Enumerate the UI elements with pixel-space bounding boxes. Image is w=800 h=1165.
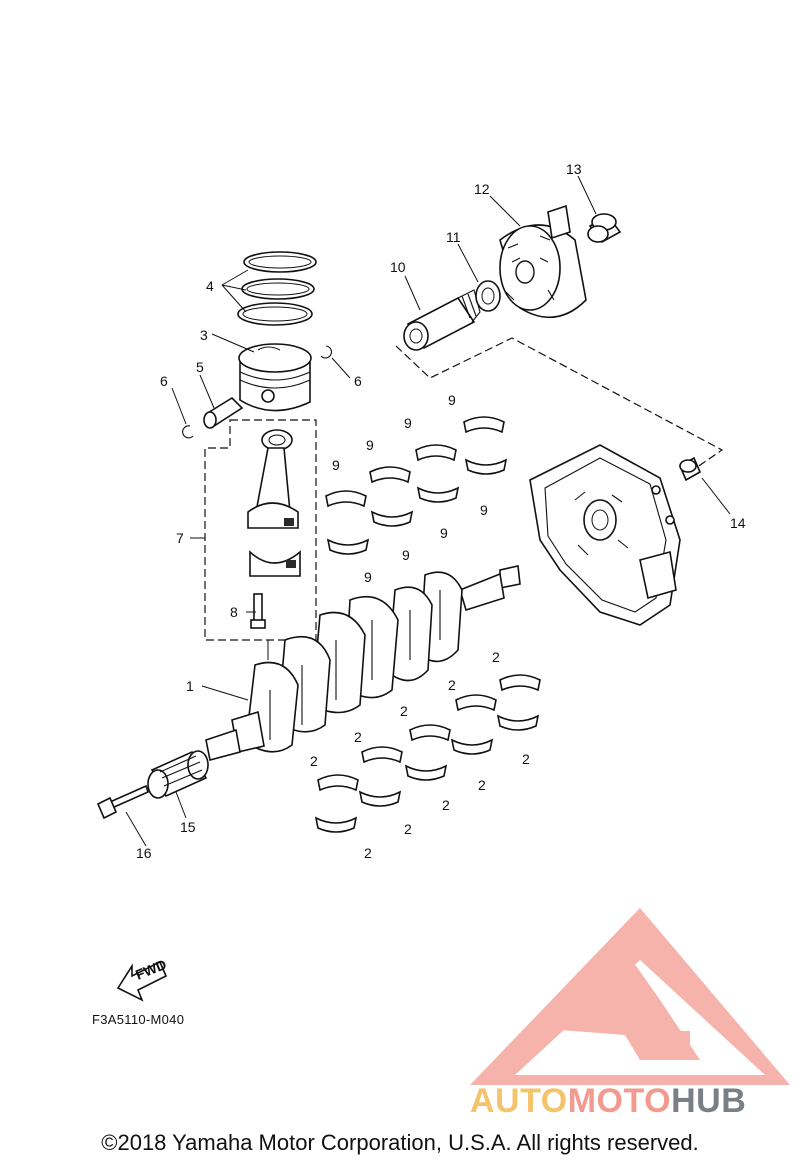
callout-2h: 2 <box>442 797 450 813</box>
callout-9f: 9 <box>440 525 448 541</box>
crank-bolt <box>96 784 149 820</box>
piston-rings <box>237 251 317 326</box>
wordmark-auto: AUTO <box>470 1082 568 1120</box>
piston <box>238 343 312 412</box>
callout-6a: 6 <box>160 373 168 389</box>
callout-2j: 2 <box>364 845 372 861</box>
housing-plug <box>678 456 702 482</box>
callout-9g: 9 <box>402 547 410 563</box>
callout-9d: 9 <box>332 457 340 473</box>
callout-10: 10 <box>390 259 406 275</box>
assembly-dashed-guide <box>395 337 724 473</box>
callout-5: 5 <box>196 359 204 375</box>
callout-16: 16 <box>136 845 152 861</box>
callout-9e: 9 <box>480 502 488 518</box>
connecting-rod <box>247 429 301 577</box>
callout-2i: 2 <box>404 821 412 837</box>
callout-11: 11 <box>446 229 461 245</box>
callout-2g: 2 <box>478 777 486 793</box>
connecting-rod-box <box>204 419 317 641</box>
crankshaft <box>205 565 521 761</box>
copyright-notice: ©2018 Yamaha Motor Corporation, U.S.A. A… <box>101 1130 699 1155</box>
main-bearing-shells <box>325 416 508 555</box>
callout-2f: 2 <box>522 751 530 767</box>
crank-bearing <box>147 750 209 799</box>
automotohub-logo-triangle <box>470 908 790 1085</box>
coupling-washer <box>475 280 501 312</box>
callout-9c: 9 <box>366 437 374 453</box>
leader-lines <box>125 175 731 847</box>
callout-7: 7 <box>176 530 184 546</box>
callout-9b: 9 <box>404 415 412 431</box>
callout-2e: 2 <box>310 753 318 769</box>
callout-9h: 9 <box>364 569 372 585</box>
rubber-damper <box>587 213 622 244</box>
wordmark-hub: HUB <box>671 1082 747 1120</box>
crankcase-cover <box>529 444 681 626</box>
piston-pin <box>203 396 244 429</box>
wordmark-moto: MOTO <box>567 1082 672 1120</box>
callout-8: 8 <box>230 604 238 620</box>
circlips <box>182 345 332 439</box>
drawing-code: F3A5110-M040 <box>92 1012 185 1027</box>
fwd-arrow-icon: FWD <box>116 956 169 1002</box>
callout-2a: 2 <box>492 649 500 665</box>
callout-2b: 2 <box>448 677 456 693</box>
callout-numbers: 1 3 4 5 6 6 7 8 9 9 9 9 9 9 9 9 10 11 12… <box>136 161 746 861</box>
callout-1: 1 <box>186 678 194 694</box>
coupling-shaft <box>403 289 481 351</box>
callout-13: 13 <box>566 161 582 177</box>
callout-14: 14 <box>730 515 746 531</box>
rod-bolt <box>250 593 266 629</box>
callout-9a: 9 <box>448 392 456 408</box>
callout-6b: 6 <box>354 373 362 389</box>
automotohub-wordmark: AUTOMOTOHUB <box>470 1082 746 1121</box>
crank-journal-bearings <box>314 674 541 833</box>
callout-4: 4 <box>206 278 214 294</box>
coupler <box>499 204 587 319</box>
callout-2c: 2 <box>400 703 408 719</box>
callout-15: 15 <box>180 819 196 835</box>
callout-3: 3 <box>200 327 208 343</box>
callout-12: 12 <box>474 181 490 197</box>
callout-2d: 2 <box>354 729 362 745</box>
